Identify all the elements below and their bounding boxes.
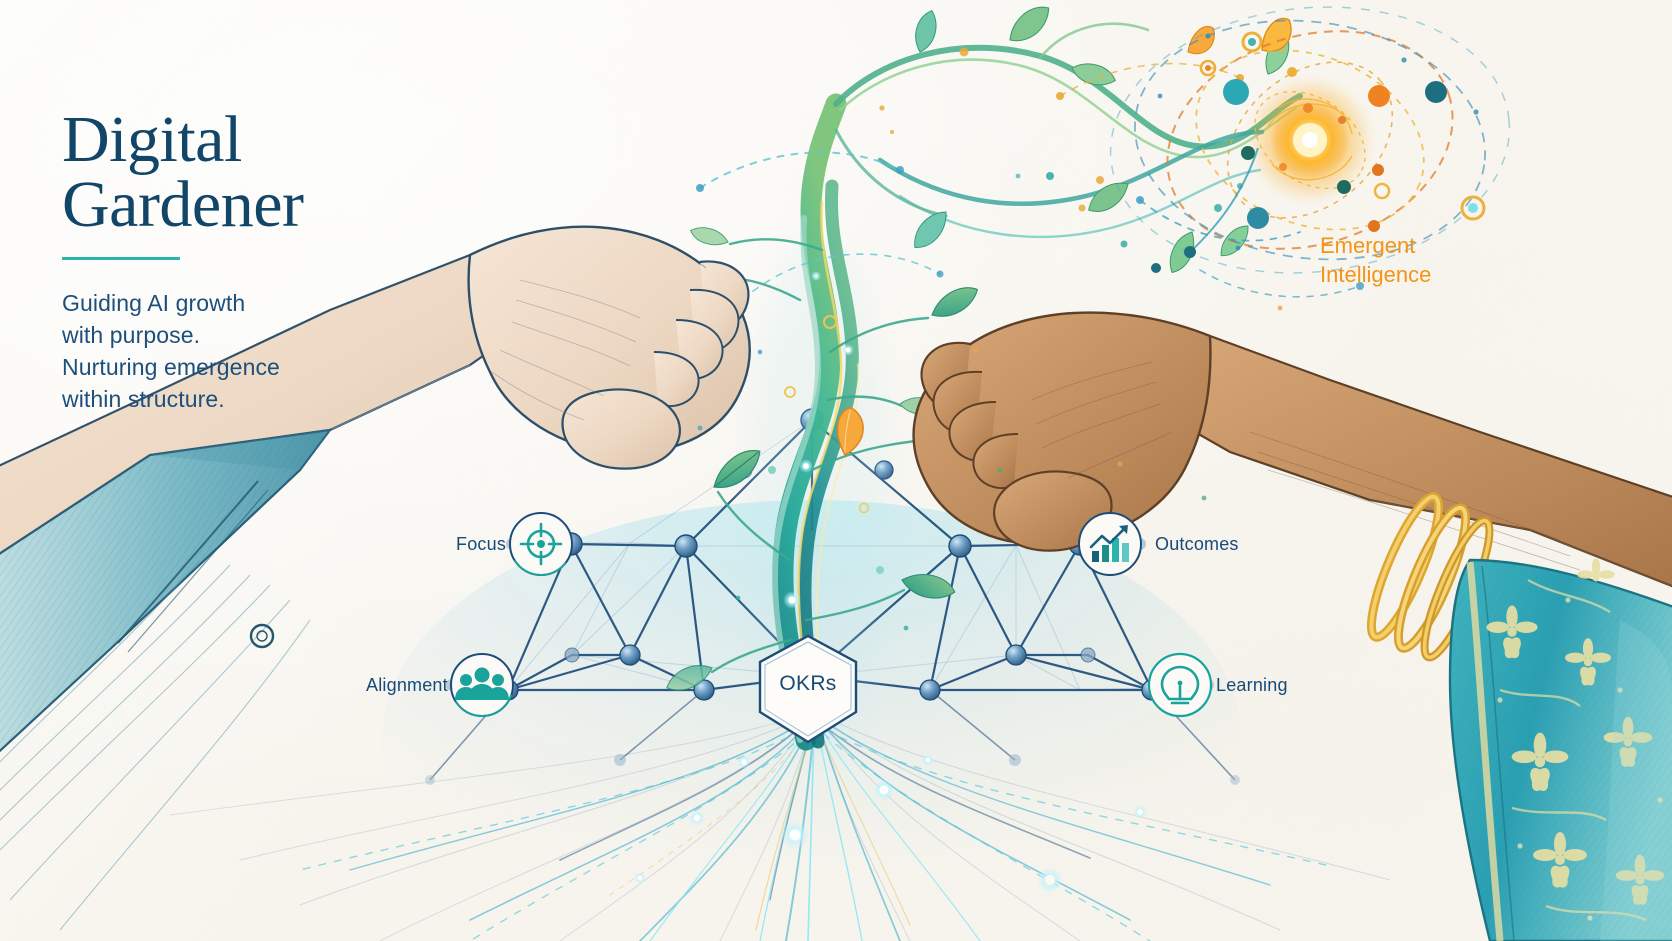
target-crosshair-icon	[519, 522, 563, 566]
emergent-line-2: Intelligence	[1320, 262, 1432, 288]
orbit-planets	[1199, 31, 1486, 232]
title-line-1: Digital	[62, 103, 242, 176]
node-label-alignment: Alignment	[366, 675, 448, 695]
gold-bangles	[1366, 492, 1494, 662]
outcomes-node-badge	[1078, 512, 1142, 576]
people-group-icon	[455, 667, 509, 700]
tagline: Guiding AI growth with purpose. Nurturin…	[62, 288, 442, 415]
lightbulb-icon	[1160, 665, 1200, 705]
page-title: Digital Gardener	[62, 107, 442, 241]
node-label-outcomes: Outcomes	[1155, 534, 1239, 554]
tagline-line-1: Guiding AI growth	[62, 290, 246, 317]
right-hand-illustration	[912, 311, 1672, 941]
vine-leaves	[664, 227, 988, 691]
sleeve-floral-pattern	[1486, 558, 1665, 922]
node-label-focus: Focus	[456, 534, 507, 554]
emergent-line-1: Emergent	[1320, 233, 1416, 258]
orbital-system	[1109, 6, 1511, 274]
node-label-learning: Learning	[1216, 675, 1288, 695]
tagline-line-3: Nurturing emergence	[62, 353, 280, 380]
root-sparkles	[634, 754, 1147, 893]
growth-chart-icon	[1089, 525, 1129, 562]
focus-node-badge	[509, 512, 573, 576]
tagline-line-2: with purpose.	[62, 322, 201, 349]
okr-center-label: OKRs	[779, 672, 837, 695]
title-divider-rule	[62, 257, 180, 261]
okr-center-node: OKRs	[760, 636, 856, 740]
learning-node-badge	[1147, 652, 1213, 718]
tagline-line-4: within structure.	[62, 385, 225, 412]
title-line-2: Gardener	[62, 167, 304, 241]
alignment-node-badge	[450, 653, 514, 717]
emergent-intelligence-label: Emergent Intelligence	[1320, 231, 1431, 289]
brand-title-block: Digital Gardener Guiding AI growth with …	[62, 107, 442, 415]
scatter-specks	[697, 347, 1207, 631]
